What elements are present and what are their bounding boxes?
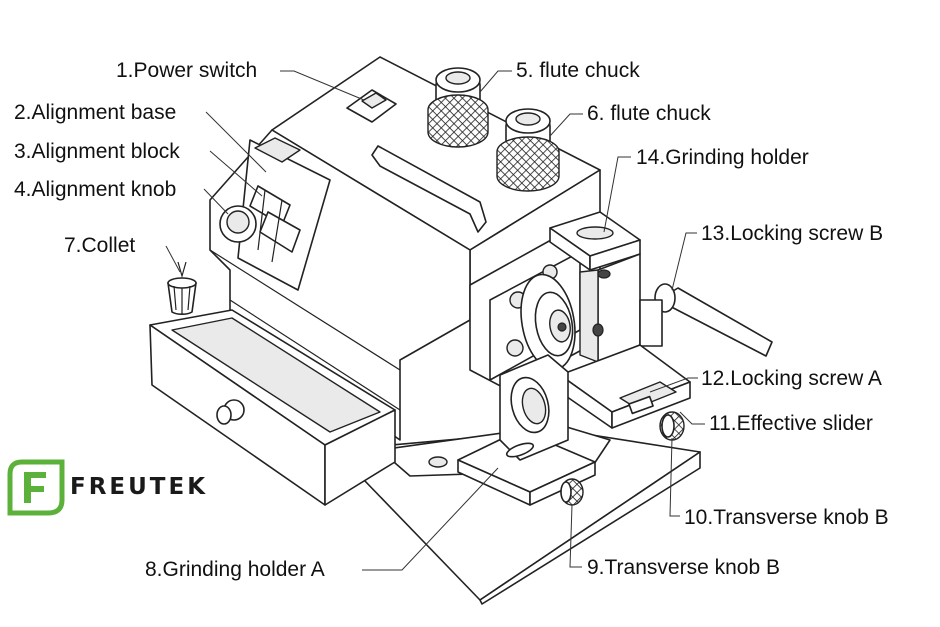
label-locking-screw-a: 12.Locking screw A <box>701 367 882 390</box>
label-alignment-block: 3.Alignment block <box>14 140 180 163</box>
collet <box>167 261 197 316</box>
grinding-holder <box>549 211 641 363</box>
label-grinding-holder: 14.Grinding holder <box>636 146 809 169</box>
transverse-knob-9 <box>560 478 584 506</box>
drawer <box>149 309 396 506</box>
label-flute-chuck-5: 5. flute chuck <box>516 59 640 82</box>
alignment-base <box>237 137 331 291</box>
label-alignment-knob: 4.Alignment knob <box>14 178 177 201</box>
label-transverse-knob-10: 10.Transverse knob B <box>684 506 889 529</box>
label-alignment-base: 2.Alignment base <box>14 101 177 124</box>
locking-screw-b <box>639 283 773 357</box>
grinding-wheel <box>520 273 576 371</box>
brand-logo-icon <box>7 459 65 516</box>
flute-chuck-left <box>427 67 489 148</box>
label-transverse-knob-9: 9.Transverse knob B <box>587 556 780 579</box>
label-collet: 7.Collet <box>64 234 136 257</box>
label-locking-screw-b: 13.Locking screw B <box>701 222 884 245</box>
alignment-knob <box>219 205 257 243</box>
transverse-knob-10 <box>659 411 685 441</box>
carry-handle <box>371 145 487 233</box>
flute-chuck-right <box>496 108 560 192</box>
grinding-holder-a <box>457 354 596 506</box>
label-power-switch: 1.Power switch <box>116 59 258 82</box>
leader-lines <box>165 70 705 571</box>
label-grinding-holder-a: 8.Grinding holder A <box>145 558 325 581</box>
label-effective-slider: 11.Effective slider <box>709 412 873 435</box>
brand-name: FREUTEK <box>70 474 209 500</box>
power-switch <box>346 89 397 123</box>
label-flute-chuck-6: 6. flute chuck <box>587 102 711 125</box>
effective-slider <box>559 344 691 429</box>
